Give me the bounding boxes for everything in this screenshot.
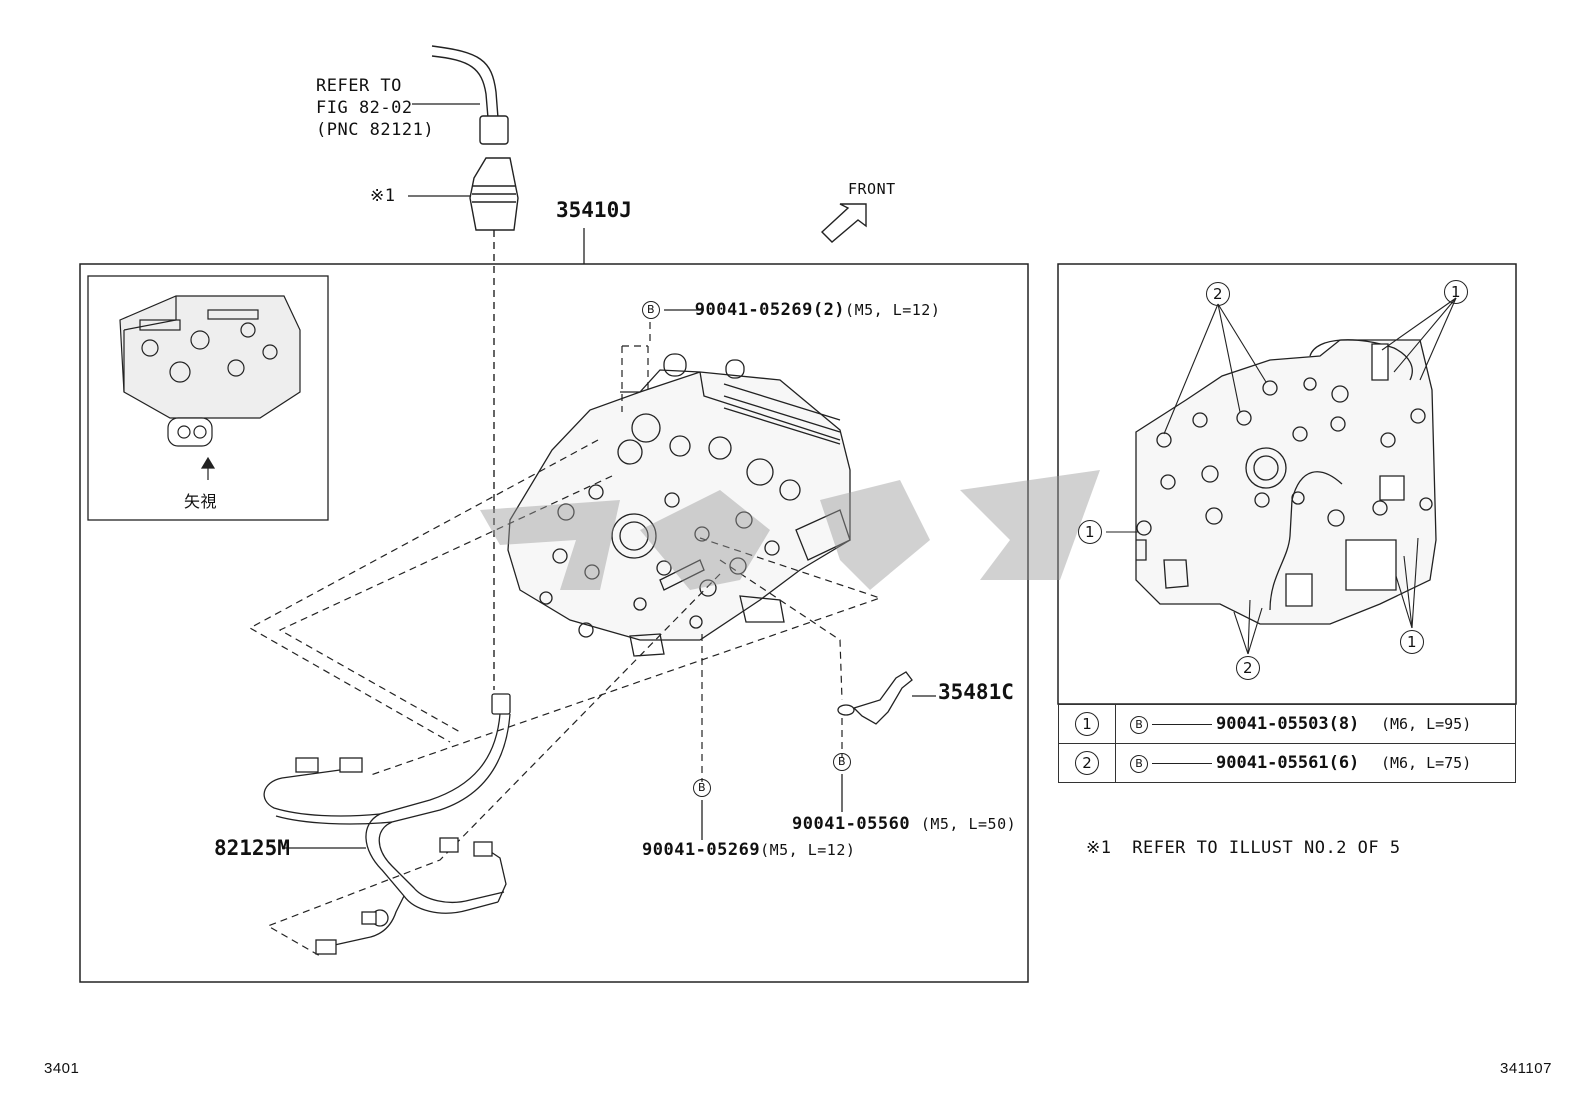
inset-view-label: 矢視 [184, 492, 218, 511]
refer-fig-line3: (PNC 82121) [316, 120, 435, 140]
front-arrow [820, 203, 867, 243]
bolt-letter-badge: B [693, 779, 711, 797]
sensor-part-number: 35481C [938, 680, 1014, 704]
bolt-bottom-badge-wrap: B [693, 778, 711, 798]
footnote-mark: ※1 [1086, 838, 1112, 858]
footnote-text: REFER TO ILLUST NO.2 OF 5 [1132, 838, 1401, 858]
bolt-top-spec: (M5, L=12) [845, 301, 941, 319]
bolt-top-callout: B 90041-05269(2)(M5, L=12) [642, 300, 940, 320]
bolt-right-callout: 90041-05560 (M5, L=50) [792, 814, 1016, 834]
watermark-logo [480, 470, 1100, 590]
bolt-letter-badge: B [642, 301, 660, 319]
page-code-left: 3401 [44, 1060, 80, 1077]
detail-leaders [1106, 297, 1457, 655]
bolt-table: 1 B 90041-05503(8) (M6, L=95) 2 B 90041-05… [1058, 704, 1516, 783]
page-code-right: 341107 [1500, 1060, 1552, 1077]
table-key-cell: 1 [1058, 704, 1116, 744]
detail-marker-1-left: 1 [1078, 520, 1102, 544]
bolt-top-part: 90041-05269(2) [694, 300, 846, 320]
table-value-cell: B 90041-05561(6) (M6, L=75) [1115, 743, 1516, 783]
inset-frame [87, 275, 329, 521]
front-label: FRONT [848, 180, 896, 198]
sensor-35481c [837, 671, 936, 725]
detail-marker-1-top: 1 [1444, 280, 1468, 304]
table-row: 1 B 90041-05503(8) (M6, L=95) [1058, 704, 1516, 744]
top-cable [431, 45, 519, 690]
detail-marker-1-bottom: 1 [1400, 630, 1424, 654]
projection-lines [248, 322, 882, 957]
bolt-right-spec: (M5, L=50) [920, 815, 1017, 833]
table-spec: (M6, L=95) [1380, 715, 1472, 733]
inset-view-sketch [119, 295, 301, 480]
main-part-number: 35410J [556, 198, 632, 222]
bolt-right-part: 90041-05560 [792, 814, 911, 834]
table-key-cell: 2 [1058, 743, 1116, 783]
valve-body [507, 353, 851, 657]
footnote: ※1 REFER TO ILLUST NO.2 OF 5 [1086, 838, 1401, 858]
detail-view-sketch [1135, 339, 1437, 625]
bolt-bottom-callout: 90041-05269(M5, L=12) [642, 840, 855, 860]
table-part: 90041-05561(6) [1216, 753, 1360, 773]
bolt-letter-badge: B [1130, 754, 1148, 773]
harness-82125m [263, 693, 511, 955]
detail-marker-2-bottom: 2 [1236, 656, 1260, 680]
harness-part-number: 82125M [214, 836, 290, 860]
refer-fig-line1: REFER TO [316, 76, 402, 96]
note-mark-label: ※1 [370, 186, 396, 206]
bolt-bottom-spec: (M5, L=12) [760, 841, 856, 859]
table-spec: (M6, L=75) [1380, 754, 1472, 772]
refer-fig-line2: FIG 82-02 [316, 98, 413, 118]
detail-marker-2-top: 2 [1206, 282, 1230, 306]
bolt-right-badge-wrap: B [833, 752, 851, 772]
table-part: 90041-05503(8) [1216, 714, 1360, 734]
bolt-letter-badge: B [1130, 715, 1148, 734]
main-frame [79, 263, 1029, 983]
bolt-bottom-part: 90041-05269 [642, 840, 761, 860]
table-row: 2 B 90041-05561(6) (M6, L=75) [1058, 743, 1516, 783]
bolt-letter-badge: B [833, 753, 851, 771]
table-value-cell: B 90041-05503(8) (M6, L=95) [1115, 704, 1516, 744]
